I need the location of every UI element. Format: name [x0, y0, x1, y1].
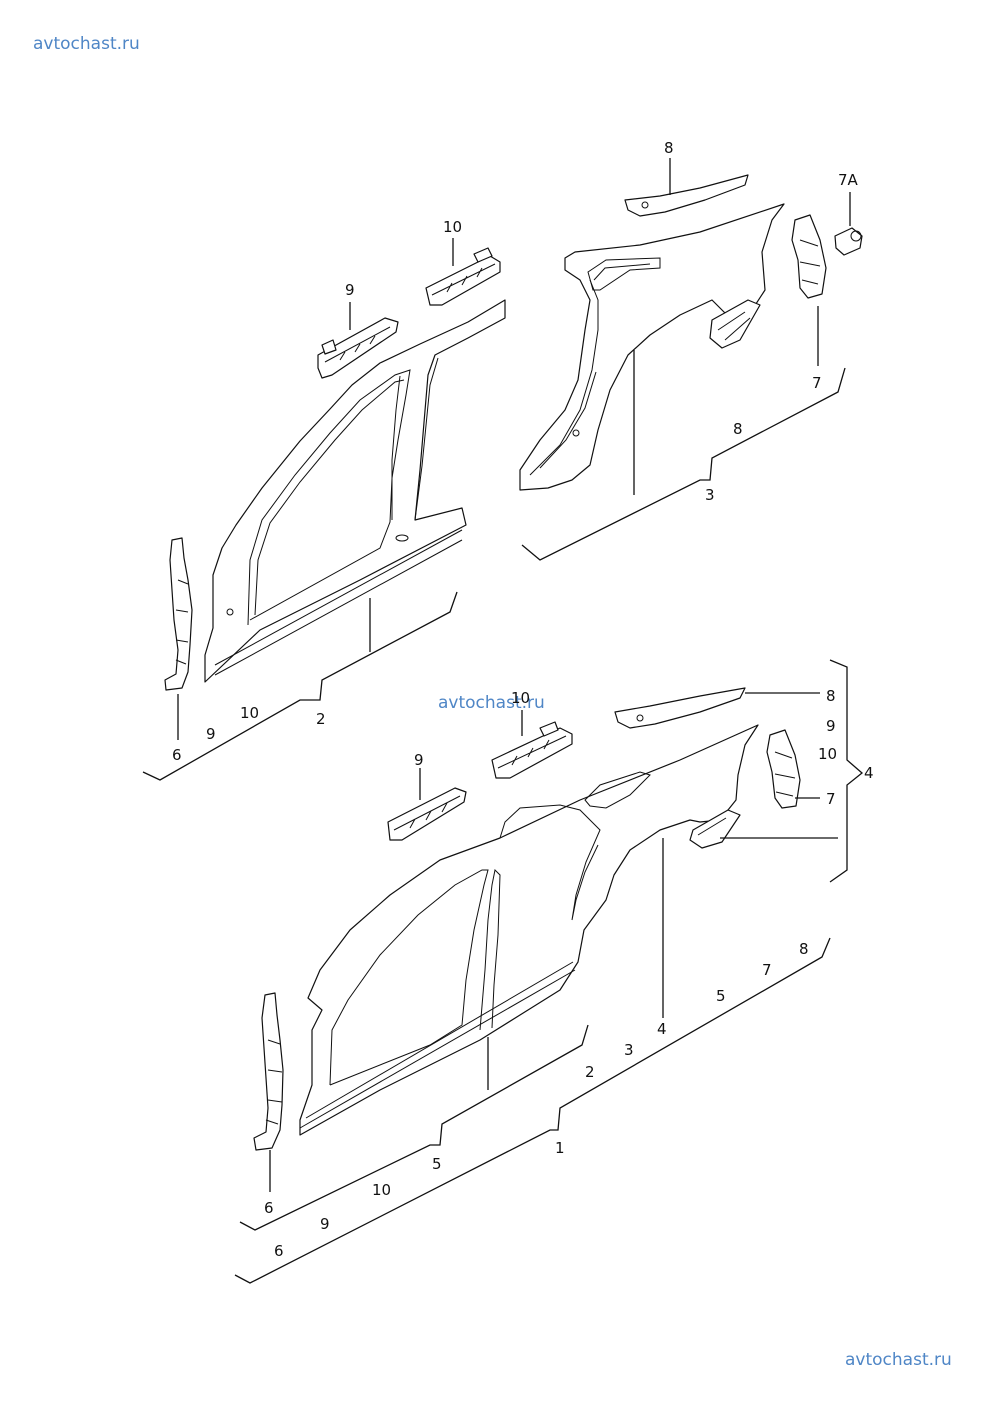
side-label-10: 10	[818, 745, 837, 763]
group-line-top-left	[142, 591, 458, 781]
inner-label-10: 10	[372, 1181, 391, 1199]
group-label-5-bottom: 5	[716, 987, 726, 1005]
callout-10-top: 10	[443, 218, 462, 236]
side-label-4: 4	[864, 764, 874, 782]
part-10-bracket-top	[425, 238, 501, 306]
part-10-bracket-bottom	[491, 710, 573, 779]
group-label-7-bottom: 7	[762, 961, 772, 979]
part-7a-clip	[834, 192, 863, 256]
group-label-3-bottom: 3	[624, 1041, 634, 1059]
part-6-pillar-reinforcement-top	[164, 537, 193, 740]
group-label-10-top-left: 10	[240, 704, 259, 722]
callout-7-top: 7	[812, 374, 822, 392]
brace-group-4	[829, 659, 864, 883]
group-line-top-right	[521, 367, 846, 561]
part-8-trim-bottom	[614, 687, 820, 729]
group-label-3-top-right: 3	[705, 486, 715, 504]
complete-side-panel-drawing	[299, 724, 759, 1136]
callout-9-top: 9	[345, 281, 355, 299]
group-label-2-bottom: 2	[585, 1063, 595, 1081]
callout-7a: 7A	[838, 171, 859, 189]
part-8-trim-top	[624, 158, 749, 217]
group-label-8-top-right: 8	[733, 420, 743, 438]
side-label-7: 7	[826, 790, 836, 808]
callout-8-top: 8	[664, 139, 674, 157]
part-9-bracket-top	[317, 302, 399, 379]
inner-label-5: 5	[432, 1155, 442, 1173]
callout-9-bottom: 9	[414, 751, 424, 769]
front-side-panel-drawing	[204, 299, 506, 683]
group-label-1-bottom: 1	[555, 1139, 565, 1157]
group-line-inner	[239, 1024, 589, 1231]
callout-6-bottom: 6	[264, 1199, 274, 1217]
rear-quarter-panel-drawing	[519, 203, 785, 495]
group-label-2-top-left: 2	[316, 710, 326, 728]
watermark-top[interactable]: avtochast.ru	[33, 34, 140, 54]
group-label-4-bottom: 4	[657, 1020, 667, 1038]
group-line-outer	[234, 937, 831, 1284]
callout-10-bottom: 10	[511, 689, 530, 707]
outer-label-9: 9	[320, 1215, 330, 1233]
watermark-bottom[interactable]: avtochast.ru	[845, 1350, 952, 1370]
side-label-9: 9	[826, 717, 836, 735]
part-6-pillar-reinforcement-bottom	[253, 992, 284, 1192]
outer-label-6: 6	[274, 1242, 284, 1260]
group-label-9-top-left: 9	[206, 725, 216, 743]
side-label-8: 8	[826, 687, 836, 705]
part-7-bracket-top	[791, 214, 827, 366]
part-9-bracket-bottom	[387, 768, 467, 841]
group-label-8-bottom: 8	[799, 940, 809, 958]
part-7-bracket-bottom	[766, 729, 820, 809]
watermark-middle[interactable]: avtochast.ru	[438, 693, 545, 713]
callout-6-top: 6	[172, 746, 182, 764]
